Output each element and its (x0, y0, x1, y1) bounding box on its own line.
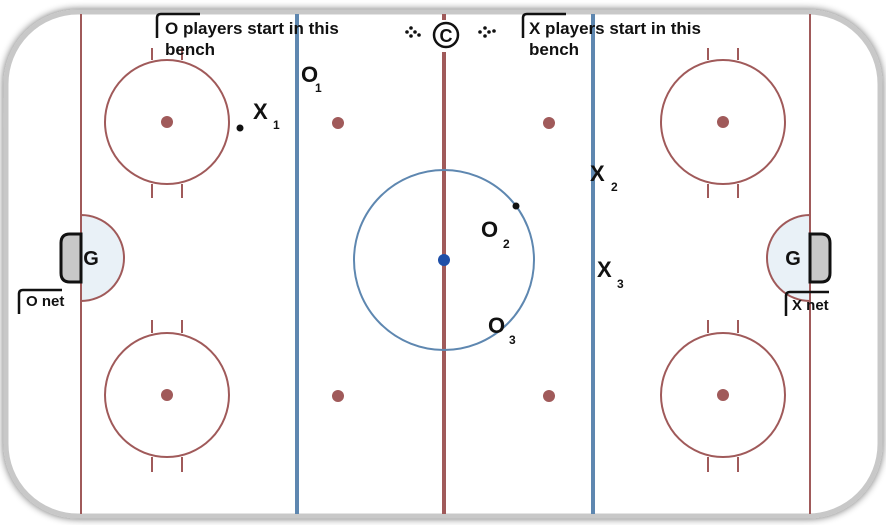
x-net-bracket (784, 290, 829, 316)
x-bench-label-line2: bench (529, 40, 579, 59)
puck-near-x1 (236, 124, 244, 132)
center-faceoff-circle (353, 169, 535, 351)
svg-text:2: 2 (503, 237, 510, 251)
svg-text:1: 1 (273, 118, 280, 132)
player-x2: X 2 (590, 161, 618, 194)
svg-text:1: 1 (315, 81, 322, 95)
net-left (59, 232, 83, 284)
neutral-dot-bottom-left (332, 390, 344, 402)
svg-text:X: X (253, 99, 268, 124)
goal-crease-right (766, 213, 811, 303)
player-o2: O 2 (481, 217, 510, 251)
player-x3: X 3 (597, 257, 624, 291)
x-net-label: X net (792, 297, 829, 314)
goalie-right: G (785, 248, 801, 270)
neutral-dot-top-right (543, 117, 555, 129)
o-bench-bracket (155, 12, 200, 38)
goal-crease-left (80, 213, 125, 303)
faceoff-circle-top-left (104, 48, 230, 198)
player-o3: O 3 (488, 313, 516, 347)
faceoff-circle-top-right (660, 48, 786, 198)
faceoff-circle-bottom-right (660, 320, 786, 472)
pucks-right-of-coach (478, 26, 496, 38)
svg-text:3: 3 (617, 277, 624, 291)
svg-text:O: O (488, 313, 505, 338)
svg-text:X: X (597, 257, 612, 282)
puck-near-o2 (512, 202, 520, 210)
o-net-bracket (17, 288, 62, 314)
coach-marker: C (432, 21, 460, 49)
neutral-dot-bottom-right (543, 390, 555, 402)
faceoff-circle-bottom-left (104, 320, 230, 472)
svg-text:3: 3 (509, 333, 516, 347)
goalie-left: G (83, 248, 99, 270)
o-net-label: O net (26, 293, 64, 310)
center-faceoff-dot (438, 254, 450, 266)
o-bench-label-line2: bench (165, 40, 215, 59)
player-x1: X 1 (253, 99, 280, 132)
x-bench-label-line1: X players start in this (529, 19, 701, 38)
svg-text:2: 2 (611, 180, 618, 194)
o-bench-label-line1: O players start in this (165, 19, 339, 38)
svg-text:O: O (301, 62, 318, 87)
pucks-left-of-coach (405, 26, 421, 38)
neutral-dot-top-left (332, 117, 344, 129)
x-bench-bracket (521, 12, 566, 38)
net-right (808, 232, 832, 284)
svg-text:C: C (440, 26, 453, 46)
svg-text:X: X (590, 161, 605, 186)
player-o1: O 1 (301, 62, 322, 95)
svg-text:O: O (481, 217, 498, 242)
